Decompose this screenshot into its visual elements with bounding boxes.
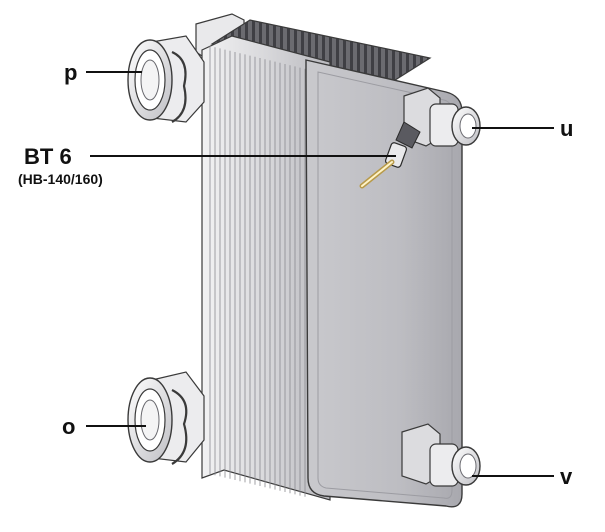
callout-labels: p o u v BT 6 (HB-140/160): [18, 60, 573, 489]
leader-lines: [86, 71, 554, 477]
connector-u: [403, 87, 481, 147]
connector-p: [127, 35, 205, 123]
connector-o: [127, 371, 205, 465]
plate-stack-side: [201, 35, 331, 501]
label-u: u: [560, 116, 573, 141]
label-o: o: [62, 414, 75, 439]
label-v: v: [560, 464, 573, 489]
label-sensor-name: BT 6: [24, 144, 72, 169]
label-p: p: [64, 60, 77, 85]
label-sensor-models: (HB-140/160): [18, 171, 103, 187]
